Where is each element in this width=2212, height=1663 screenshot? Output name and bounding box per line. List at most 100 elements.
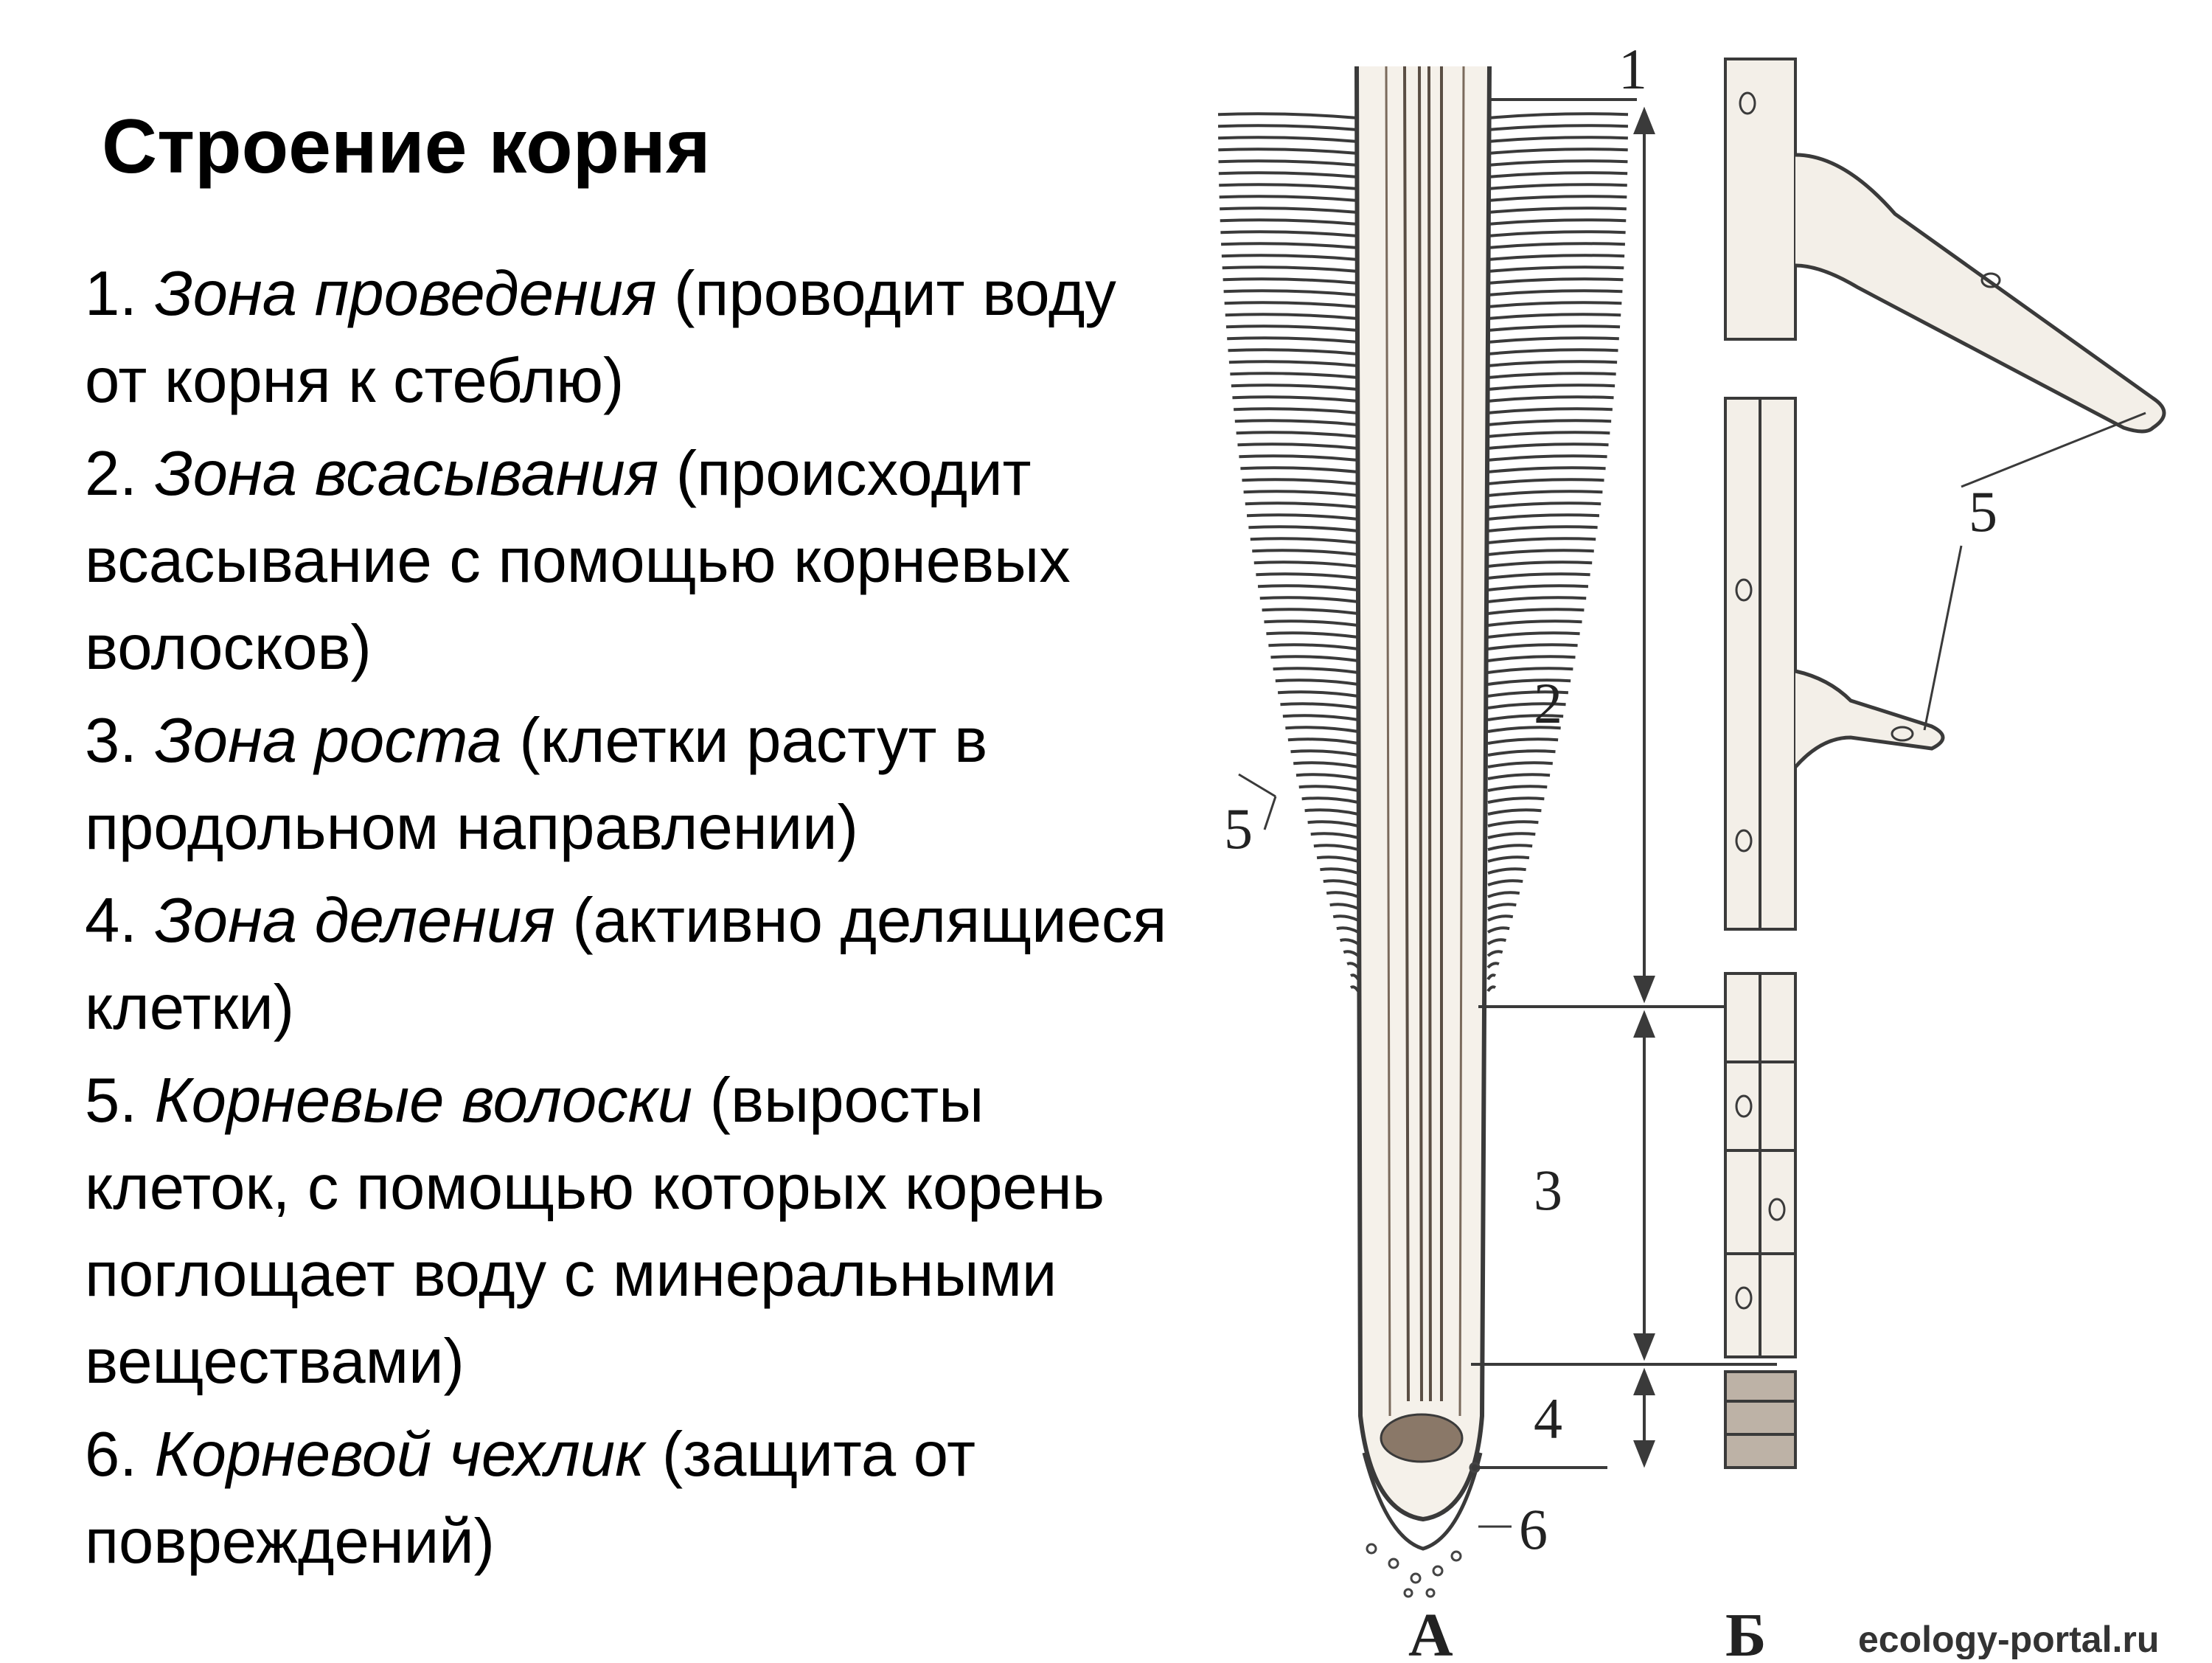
root-hair: [1487, 372, 1616, 379]
root-hair: [1487, 914, 1514, 922]
list-item: 6. Корневой чехлик (защита от повреждени…: [85, 1412, 1176, 1586]
root-hair: [1234, 407, 1359, 414]
root-hair: [1252, 549, 1359, 556]
root-hair: [1487, 855, 1530, 863]
root-structure-diagram: 1 2 3 4 5 5 6 А Б ecology-portal.ru: [1194, 29, 2212, 1663]
root-hair: [1487, 796, 1545, 804]
root-body: [1354, 66, 1492, 1522]
root-hair: [1487, 643, 1578, 650]
root-hair: [1487, 773, 1551, 780]
item-term: Зона всасывания: [154, 439, 659, 509]
root-hair: [1262, 608, 1359, 615]
root-hair: [1487, 619, 1582, 627]
panel-b-nuclei: [1735, 91, 2001, 1310]
root-hair: [1487, 631, 1580, 639]
root-hair: [1340, 938, 1360, 945]
root-hair: [1487, 159, 1628, 167]
root-hair: [1487, 478, 1604, 485]
root-hair: [1257, 584, 1359, 591]
root-hair: [1487, 431, 1610, 438]
root-hair: [1487, 903, 1517, 910]
root-hair: [1228, 348, 1359, 355]
root-hair: [1486, 985, 1497, 993]
root-hair: [1487, 690, 1569, 698]
root-hair: [1487, 785, 1548, 792]
zone-label-4: 4: [1534, 1386, 1562, 1451]
root-hair: [1304, 808, 1359, 816]
root-hair: [1221, 254, 1359, 261]
item-description: (защита от повреждений): [85, 1420, 976, 1577]
root-hair: [1487, 714, 1564, 721]
root-hair: [1487, 407, 1613, 414]
watermark: ecology-portal.ru: [1858, 1619, 2159, 1659]
root-hair: [1487, 820, 1539, 827]
root-hair: [1486, 973, 1497, 981]
root-hair: [1332, 914, 1359, 922]
zone-label-5-left: 5: [1224, 796, 1253, 861]
root-hair: [1487, 313, 1621, 320]
root-hair: [1487, 218, 1627, 226]
root-hair: [1275, 678, 1359, 686]
root-hair: [1220, 206, 1359, 214]
root-hair: [1218, 159, 1359, 167]
item-term: Зона проведения: [154, 259, 657, 329]
root-hair: [1222, 277, 1359, 285]
root-hair: [1487, 383, 1615, 391]
root-hair: [1277, 690, 1359, 698]
root-hair: [1287, 737, 1359, 745]
root-hair: [1487, 360, 1618, 367]
root-hair: [1487, 277, 1624, 285]
root-hair: [1242, 478, 1359, 485]
root-hair: [1217, 124, 1359, 131]
root-hair: [1264, 619, 1359, 627]
root-hair: [1487, 348, 1618, 355]
item-term: Корневой чехлик: [154, 1420, 645, 1490]
root-hair: [1285, 726, 1359, 733]
root-hair: [1256, 572, 1359, 580]
root-hair: [1487, 525, 1598, 532]
panel-b-root-hair-short: [1794, 669, 1945, 768]
root-diagram-svg: 1 2 3 4 5 5 6 А Б ecology-portal.ru: [1217, 37, 2166, 1663]
item-description: (происходит всасывание с помощью корневы…: [85, 439, 1071, 683]
root-hair: [1487, 171, 1628, 178]
root-hair: [1486, 950, 1503, 957]
root-hair: [1218, 136, 1359, 143]
root-hair: [1220, 230, 1359, 237]
item-number: 1.: [85, 259, 137, 329]
root-hair: [1290, 749, 1359, 757]
item-description: (клетки растут в продольном направлении): [85, 706, 988, 863]
root-hair: [1236, 431, 1359, 438]
root-hair: [1487, 124, 1629, 131]
root-hair: [1223, 289, 1359, 296]
root-hair: [1486, 938, 1506, 945]
root-hair: [1487, 808, 1542, 816]
root-hair: [1487, 608, 1585, 615]
root-hair: [1487, 513, 1600, 521]
root-hair: [1487, 867, 1526, 875]
root-hair: [1487, 667, 1573, 674]
zone-arrows: [1633, 106, 1655, 1468]
root-hair: [1487, 832, 1536, 839]
root-hair: [1273, 667, 1359, 674]
root-hair: [1329, 903, 1359, 910]
root-hair: [1487, 655, 1576, 662]
root-hair: [1301, 796, 1359, 804]
root-hair: [1487, 112, 1629, 119]
root-hair: [1240, 466, 1359, 473]
root-hair: [1487, 254, 1625, 261]
root-hair: [1250, 537, 1359, 544]
root-hair: [1487, 761, 1553, 768]
root-hair: [1487, 466, 1606, 473]
zone-label-1: 1: [1618, 37, 1647, 101]
root-hair: [1487, 926, 1510, 934]
root-hair: [1227, 336, 1359, 344]
root-hair: [1224, 301, 1359, 308]
root-cap: [1362, 1452, 1483, 1551]
zone-label-5-right: 5: [1969, 479, 1997, 544]
root-hair: [1307, 820, 1359, 827]
root-hair: [1219, 195, 1359, 202]
root-hair: [1218, 147, 1359, 155]
list-item: 2. Зона всасывания (происходит всасывани…: [85, 431, 1176, 692]
root-hair: [1487, 549, 1594, 556]
root-hair: [1487, 419, 1612, 426]
